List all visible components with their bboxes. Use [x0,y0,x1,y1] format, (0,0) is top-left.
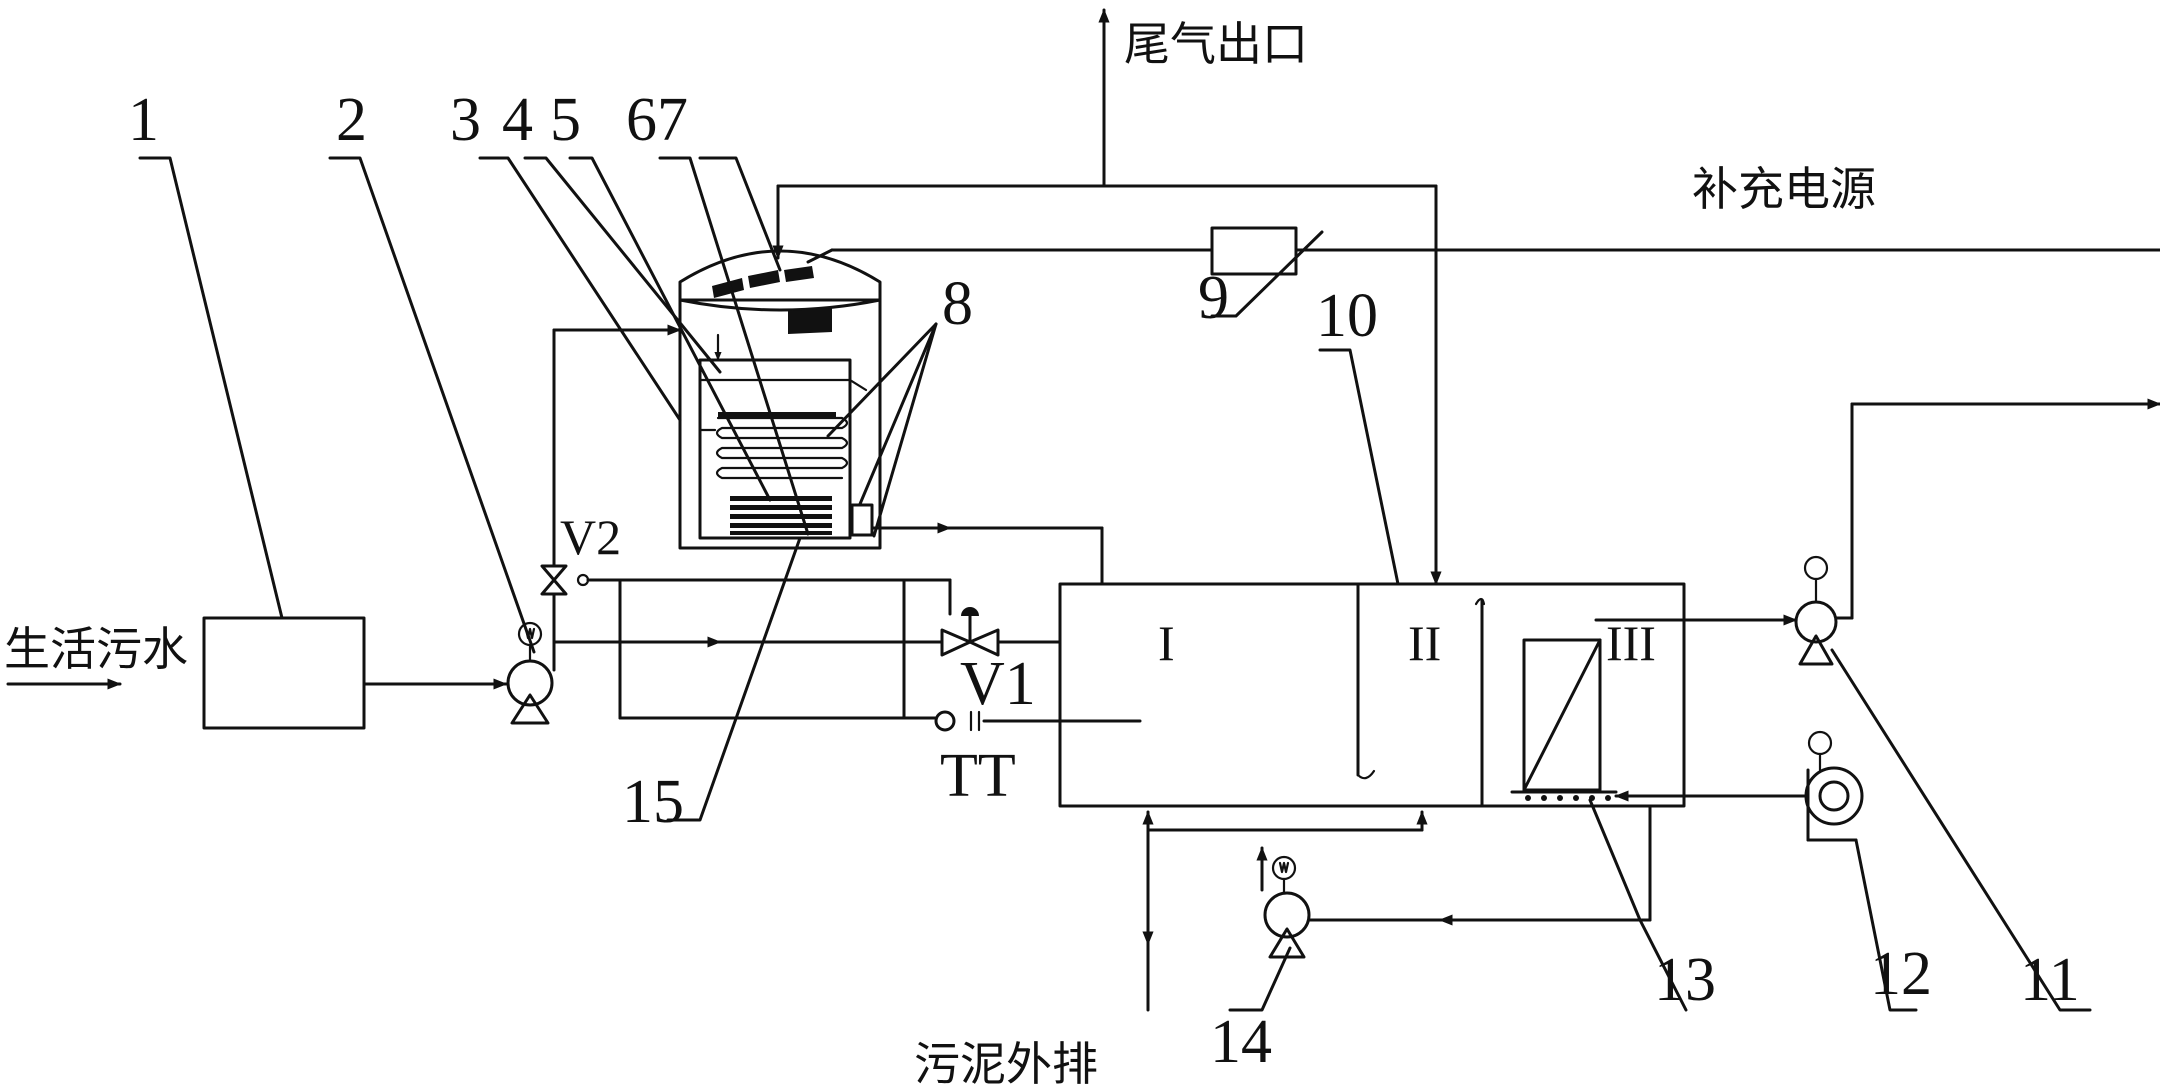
callout-12: 12 [1870,940,1932,1008]
label-sludge-discharge: 污泥外排 [914,1037,1098,1091]
callout-14: 14 [1210,1008,1272,1076]
callout-3: 3 [450,86,481,154]
callout-67: 67 [626,86,688,154]
label-tt: TT [940,742,1016,810]
solar-heat-unit [678,249,882,550]
valve-v2-symbol [540,564,590,596]
feed-pump [506,621,554,725]
reactor-tank [1058,582,1686,808]
callout-4: 4 [502,86,533,154]
callout-13: 13 [1654,946,1716,1014]
temperature-sensor-tt [934,710,981,732]
pretreatment-tank [202,616,366,730]
label-backup-power: 补充电源 [1692,162,1876,216]
callout-leaders [138,156,2092,1012]
label-raw-sewage: 生活污水 [4,622,188,676]
callout-9: 9 [1198,264,1229,332]
label-zone-1: I [1158,615,1175,671]
callout-2: 2 [336,86,367,154]
callout-1: 1 [128,86,159,154]
effluent-pump [1794,555,1838,666]
sludge-pump [1263,855,1311,959]
label-zone-2: II [1408,615,1441,671]
callout-11: 11 [2020,946,2080,1014]
label-exhaust-outlet: 尾气出口 [1124,17,1308,71]
label-valve-v1: V1 [960,650,1036,718]
callout-15: 15 [622,768,684,836]
callout-5: 5 [550,86,581,154]
solar-panel-group [712,266,832,334]
aerator-holes [1525,795,1611,801]
label-valve-v2: V2 [560,509,621,565]
callout-8: 8 [942,270,973,338]
label-zone-3: III [1606,615,1656,671]
callout-10: 10 [1316,282,1378,350]
air-blower [1804,730,1864,842]
